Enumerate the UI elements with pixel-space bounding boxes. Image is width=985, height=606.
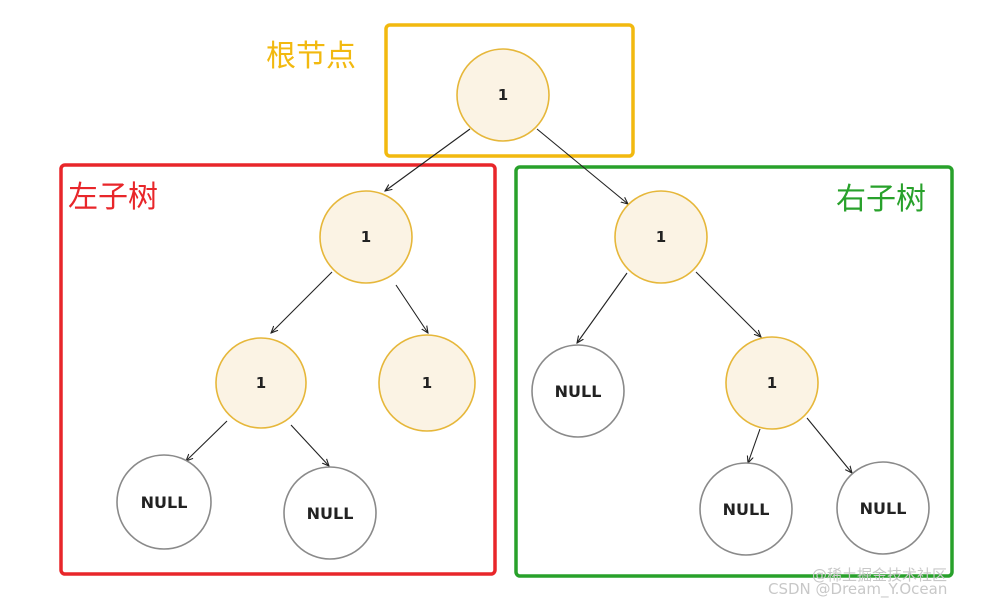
tree-node-left-right: 1 <box>378 334 476 432</box>
left-subtree-frame <box>59 163 497 576</box>
edge-left-to-leftright <box>395 284 428 333</box>
edge-leftleft-to-null-a <box>186 420 228 461</box>
null-label: NULL <box>555 382 602 401</box>
node-value: 1 <box>422 374 432 392</box>
edge-rightright-to-null-b <box>806 417 852 473</box>
edge-right-to-rightright <box>695 271 761 337</box>
null-node-right-right-right: NULL <box>836 461 930 555</box>
node-value: 1 <box>256 374 266 392</box>
node-value: 1 <box>361 228 371 246</box>
null-node-left-left-right: NULL <box>283 466 377 560</box>
root-label: 根节点 <box>266 39 356 74</box>
left-subtree-label: 左子树 <box>68 180 158 215</box>
root-frame <box>384 23 635 158</box>
edges <box>186 128 852 473</box>
null-label: NULL <box>307 504 354 523</box>
null-node-right-right-left: NULL <box>699 462 793 556</box>
watermark-csdn: CSDN @Dream_Y.Ocean <box>768 580 947 599</box>
edge-rightright-to-null-a <box>748 428 761 463</box>
tree-node-left: 1 <box>319 190 413 284</box>
right-subtree-label: 右子树 <box>836 182 926 217</box>
node-value: 1 <box>656 228 666 246</box>
tree-node-root: 1 <box>456 48 550 142</box>
watermark-juejin: @稀土掘金技术社区 <box>812 566 947 584</box>
edge-leftleft-to-null-b <box>290 424 329 466</box>
edge-root-to-right <box>536 128 628 204</box>
edge-root-to-left <box>385 128 471 191</box>
tree-node-right: 1 <box>614 190 708 284</box>
null-label: NULL <box>723 500 770 519</box>
null-node-left-left-left: NULL <box>116 454 212 550</box>
node-value: 1 <box>767 374 777 392</box>
null-label: NULL <box>141 493 188 512</box>
tree-node-right-right: 1 <box>725 336 819 430</box>
tree-node-left-left: 1 <box>215 337 307 429</box>
right-subtree-frame <box>514 165 954 578</box>
edge-left-to-leftleft <box>271 271 333 333</box>
node-value: 1 <box>498 86 508 104</box>
edge-right-to-null <box>577 272 628 343</box>
null-label: NULL <box>860 499 907 518</box>
null-node-right-left: NULL <box>531 344 625 438</box>
